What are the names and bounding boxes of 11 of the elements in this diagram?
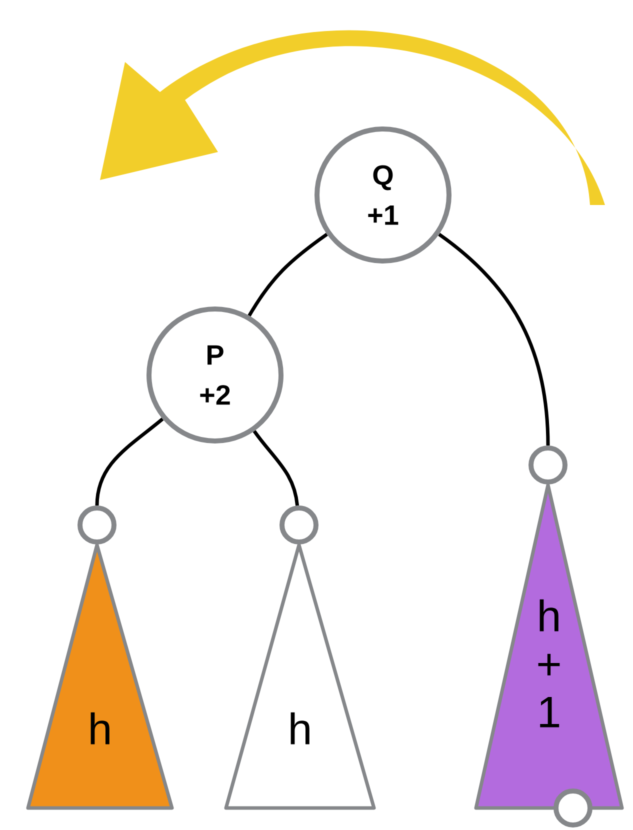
subtree-triangle: h + 1 bbox=[474, 483, 624, 810]
subtree-root-circle bbox=[528, 446, 568, 484]
subtree-root-circle bbox=[280, 506, 318, 544]
tree-edge bbox=[248, 232, 328, 317]
subtree-root-circle bbox=[554, 788, 592, 828]
tree-edge bbox=[95, 418, 164, 506]
tree-edge bbox=[252, 430, 300, 506]
subtree-triangle: h bbox=[26, 543, 174, 810]
subtree-root-circle bbox=[78, 506, 116, 544]
tree-edge bbox=[438, 232, 550, 446]
subtree-triangle: h bbox=[224, 543, 376, 810]
